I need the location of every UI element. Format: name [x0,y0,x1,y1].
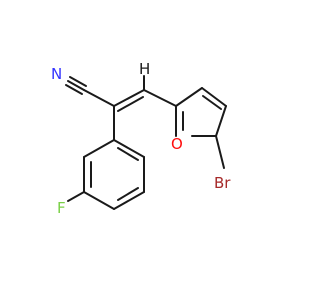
hydrogen-label: H [139,60,150,78]
cn-to-alkene-bond [83,89,115,107]
atom-labels: N H O Br F [51,60,231,217]
furan-c4-c4-inner [202,95,222,110]
phenyl-f-bond [67,191,85,202]
phenyl-inner-1 [117,147,139,161]
phenyl-bond-4 [83,191,115,210]
molecule-structure: N H O Br F [51,60,231,217]
oxygen-label: O [171,135,183,153]
bonds [65,75,227,210]
alkene-bond [113,89,145,107]
bromine-label: Br [214,174,231,192]
alkene-bond-inner [117,96,144,112]
nitrile-bond-1 [67,80,85,91]
nitrile-bond-3 [65,84,83,95]
nitrile-bond-2 [69,76,87,87]
phenyl-inner-2 [117,187,139,201]
alkene-to-furan-bond [143,89,177,107]
furan-c4-c5-bond [215,105,227,137]
furan-br-bond [215,135,225,169]
phenyl-bond-1 [113,139,145,158]
furan-c2-c3-bond [175,87,203,107]
phenyl-bond-6 [83,139,115,158]
fluorine-label: F [57,199,66,217]
nitrogen-label: N [51,65,62,83]
furan-c3-c4-bond [201,87,227,107]
phenyl-bond-3 [113,191,145,210]
